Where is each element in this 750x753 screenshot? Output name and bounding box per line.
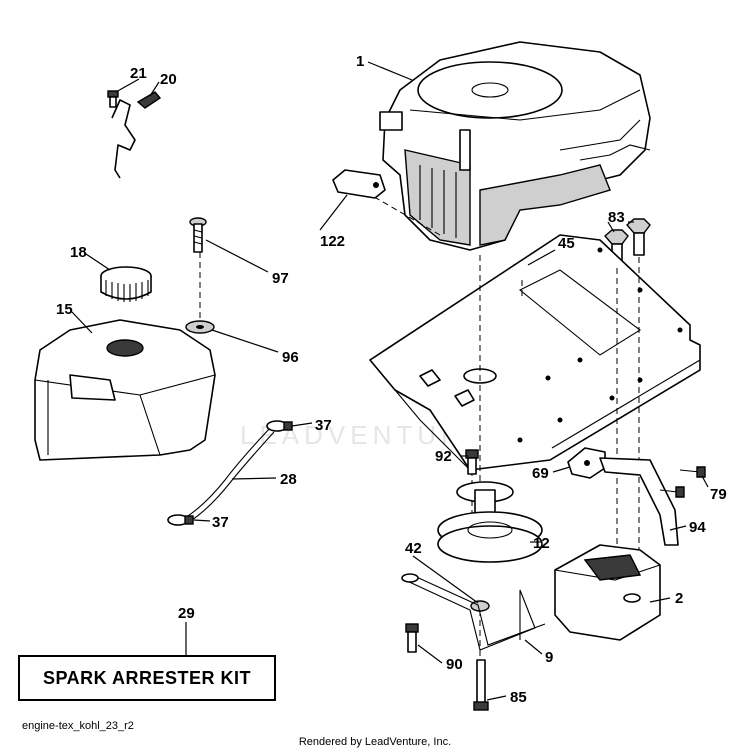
fuel-line-28-part[interactable] <box>184 427 275 523</box>
bracket-20-part[interactable] <box>111 91 162 179</box>
engine-part[interactable] <box>344 41 651 251</box>
callout-37-upper[interactable]: 37 <box>315 417 332 434</box>
callout-18[interactable]: 18 <box>70 244 87 261</box>
exhaust-pipe-94-part[interactable] <box>599 457 679 546</box>
fuel-cap-18-part[interactable] <box>100 266 152 302</box>
engine-plate-part[interactable] <box>369 234 701 471</box>
callout-45[interactable]: 45 <box>558 235 575 252</box>
spark-arrester-kit-label[interactable]: SPARK ARRESTER KIT <box>18 655 276 701</box>
callout-85[interactable]: 85 <box>510 689 527 706</box>
screw-97-part[interactable] <box>189 217 207 253</box>
bolt-85-part[interactable] <box>473 659 489 711</box>
pulley-12-part[interactable] <box>437 481 543 563</box>
bracket-122-part[interactable] <box>332 169 386 199</box>
callout-28[interactable]: 28 <box>280 471 297 488</box>
clamp-37-upper-part[interactable] <box>266 420 293 432</box>
callout-29[interactable]: 29 <box>178 605 195 622</box>
washer-96-part[interactable] <box>185 320 215 334</box>
screws-79-part[interactable] <box>659 466 706 498</box>
callout-79[interactable]: 79 <box>710 486 727 503</box>
callout-1[interactable]: 1 <box>356 53 364 70</box>
callout-92[interactable]: 92 <box>435 448 452 465</box>
bracket-9-part[interactable] <box>401 573 546 651</box>
fuel-tank-15-part[interactable] <box>34 319 216 461</box>
callout-69[interactable]: 69 <box>532 465 549 482</box>
clamp-37-lower-part[interactable] <box>167 514 194 526</box>
callout-97[interactable]: 97 <box>272 270 289 287</box>
muffler-2-part[interactable] <box>554 544 661 641</box>
callout-94[interactable]: 94 <box>689 519 706 536</box>
callout-12[interactable]: 12 <box>533 535 550 552</box>
callout-122[interactable]: 122 <box>320 233 345 250</box>
callout-9[interactable]: 9 <box>545 649 553 666</box>
gasket-69-part[interactable] <box>567 447 606 479</box>
callout-90[interactable]: 90 <box>446 656 463 673</box>
screw-21-part[interactable] <box>107 90 119 108</box>
callout-15[interactable]: 15 <box>56 301 73 318</box>
callout-42[interactable]: 42 <box>405 540 422 557</box>
callout-37-lower[interactable]: 37 <box>212 514 229 531</box>
callout-83[interactable]: 83 <box>608 209 625 226</box>
callout-21[interactable]: 21 <box>130 65 147 82</box>
credit-text: Rendered by LeadVenture, Inc. <box>298 736 452 748</box>
callout-2[interactable]: 2 <box>675 590 683 607</box>
bolt-90-part[interactable] <box>405 623 419 653</box>
diagram-id: engine-tex_kohl_23_r2 <box>22 720 134 732</box>
bolt-92-part[interactable] <box>465 449 479 475</box>
callout-20[interactable]: 20 <box>160 71 177 88</box>
callout-96[interactable]: 96 <box>282 349 299 366</box>
